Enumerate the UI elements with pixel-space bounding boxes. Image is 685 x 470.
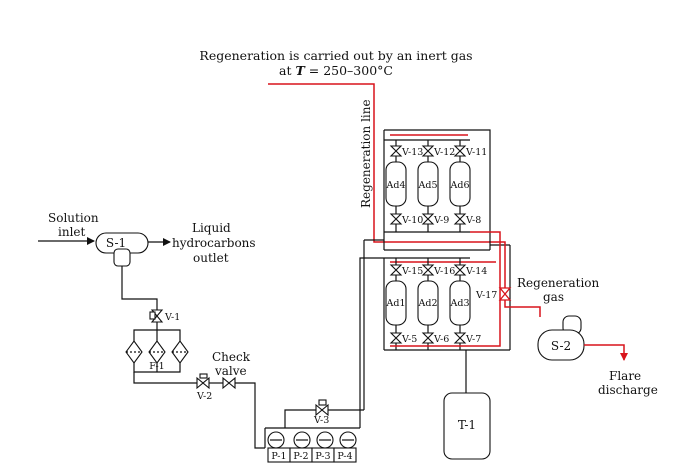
adsorber-ad5-label: Ad5 <box>418 180 438 191</box>
valve-v3: V-3 <box>313 399 329 426</box>
valve-v12-label: V-12 <box>433 147 455 158</box>
separator-s2: S-2 <box>537 315 585 361</box>
solution-inlet-label-2: inlet <box>58 225 86 239</box>
recirculation-line <box>284 409 316 428</box>
regeneration-gas-label-1: Regeneration <box>517 276 600 290</box>
flare-label-1: Flare <box>609 369 641 383</box>
liquid-outlet-label-3: outlet <box>193 251 229 265</box>
tank-t1: T-1 <box>443 392 491 460</box>
liquid-outlet-label-1: Liquid <box>192 221 231 235</box>
valve-v13-label: V-13 <box>401 147 423 158</box>
check-valve <box>222 376 236 390</box>
solution-inlet-label-1: Solution <box>48 211 99 225</box>
valve-v3-label: V-3 <box>313 415 329 426</box>
valve-v2: V-2 <box>196 373 212 402</box>
adsorber-ad5: Ad5 <box>417 140 439 232</box>
valve-v16-label: V-16 <box>433 266 455 277</box>
adsorber-ad2-label: Ad2 <box>418 298 438 309</box>
pump-p1-label: P-1 <box>271 451 286 462</box>
liquid-outlet-label-2: hydrocarbons <box>172 236 256 250</box>
check-valve-label-1: Check <box>212 350 251 364</box>
separator-s2-label: S-2 <box>551 339 571 353</box>
valve-v10-label: V-10 <box>401 215 423 226</box>
adsorber-ad4-label: Ad4 <box>386 180 406 191</box>
pump-p3: P-3 <box>311 431 335 463</box>
adsorber-ad4: Ad4 <box>385 140 407 232</box>
valve-v17-label: V-17 <box>475 290 497 301</box>
valve-v6-label: V-6 <box>433 334 449 345</box>
regeneration-return-line <box>468 231 501 347</box>
pump-p3-label: P-3 <box>315 451 330 462</box>
valve-v14-label: V-14 <box>465 266 487 277</box>
adsorber-ad1: Ad1 <box>385 258 407 350</box>
adsorber-ad6-label: Ad6 <box>450 180 470 191</box>
valve-v11-label: V-11 <box>465 147 487 158</box>
valve-v1: V-1 <box>149 309 180 323</box>
pump-p4-label: P-4 <box>337 451 352 462</box>
adsorber-ad2: Ad2 <box>417 258 439 350</box>
header-line-2: at T = 250–300°C <box>279 63 393 78</box>
flare-line <box>584 344 628 361</box>
separator-s1-label: S-1 <box>106 236 126 250</box>
pump-p2-label: P-2 <box>293 451 308 462</box>
flare-label-2: discharge <box>598 383 658 397</box>
filter-to-v2-line <box>133 372 197 384</box>
pump-p4: P-4 <box>333 431 357 463</box>
to-s2-line <box>504 300 541 317</box>
adsorber-ad6: Ad6 <box>449 140 471 232</box>
valve-v7-label: V-7 <box>465 334 481 345</box>
valve-v5-label: V-5 <box>401 334 417 345</box>
valve-v15-label: V-15 <box>401 266 423 277</box>
adsorber-ad3-label: Ad3 <box>450 298 470 309</box>
adsorber-ad3: Ad3 <box>449 258 471 350</box>
separator-s1: S-1 <box>95 232 149 267</box>
tank-t1-label: T-1 <box>458 418 476 432</box>
header-line-1: Regeneration is carried out by an inert … <box>199 48 472 63</box>
pump-p2: P-2 <box>289 431 313 463</box>
valve-v8-label: V-8 <box>465 215 481 226</box>
adsorber-ad1-label: Ad1 <box>386 298 406 309</box>
feed-riser <box>359 257 384 428</box>
pump-p1: P-1 <box>267 431 291 463</box>
regeneration-gas-label-2: gas <box>543 290 564 304</box>
valve-v9-label: V-9 <box>433 215 449 226</box>
regeneration-gas-line <box>268 83 495 243</box>
filter-f1: F-1 <box>125 329 189 373</box>
top-collector <box>384 129 491 235</box>
regeneration-line-label: Regeneration line <box>359 99 373 208</box>
check-valve-to-pumps-line <box>235 382 265 449</box>
valve-v2-label: V-2 <box>196 391 212 402</box>
valve-v1-label: V-1 <box>164 312 180 323</box>
valve-v17: V-17 <box>475 287 512 301</box>
filter-f1-label: F-1 <box>149 361 164 372</box>
s1-to-v1-line <box>121 266 158 310</box>
check-valve-label-2: valve <box>214 364 247 378</box>
